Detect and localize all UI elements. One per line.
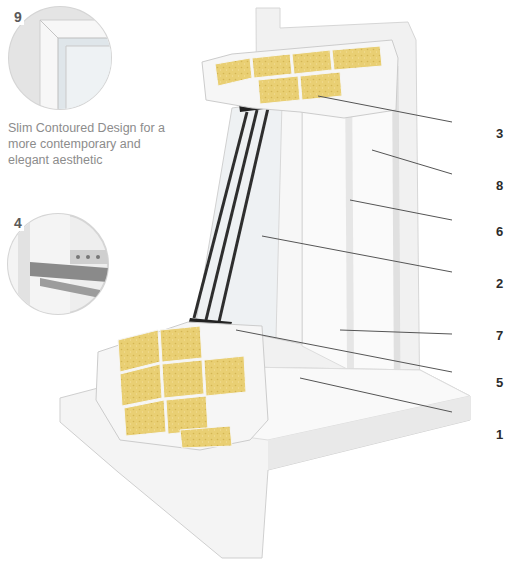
detail-circle [0, 0, 130, 130]
detail-circle [0, 214, 108, 320]
callout-number: 1 [494, 427, 505, 442]
callout-number: 5 [494, 375, 505, 390]
callout-number: 6 [494, 224, 505, 239]
leader-line [236, 96, 452, 412]
callout-number: 2 [494, 276, 505, 291]
feature-note: Slim Contoured Design for a more contemp… [8, 120, 173, 168]
callout-number: 8 [494, 178, 505, 193]
callout-number: 7 [494, 328, 505, 343]
callout-number: 4 [12, 216, 24, 231]
callout-number: 3 [494, 126, 505, 141]
callout-number: 9 [12, 10, 24, 25]
